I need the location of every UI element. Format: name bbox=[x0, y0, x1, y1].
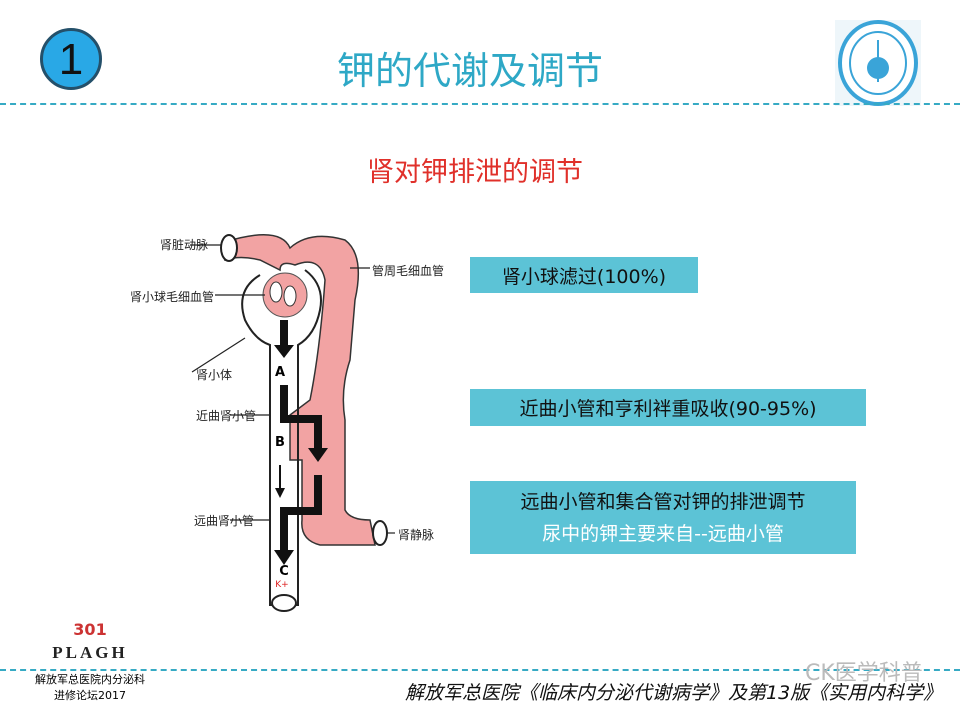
footer-org-block: 301 PLAGH 解放军总医院内分泌科 进修论坛2017 bbox=[20, 620, 160, 703]
footer-org: 解放军总医院内分泌科 bbox=[35, 673, 145, 686]
box-text: 尿中的钾主要来自--远曲小管 bbox=[542, 522, 784, 545]
slide-number-badge: 1 bbox=[40, 28, 102, 90]
slide-title: 钾的代谢及调节 bbox=[336, 49, 603, 93]
info-box-reabsorption: 近曲小管和亨利袢重吸收(90-95%) bbox=[470, 389, 866, 426]
marker-a: A bbox=[275, 365, 285, 380]
section-subtitle: 肾对钾排泄的调节 bbox=[367, 157, 583, 188]
marker-b: B bbox=[275, 435, 285, 450]
footer-divider bbox=[0, 669, 960, 671]
label-glomerular-capillary: 肾小球毛细血管 bbox=[130, 290, 215, 304]
header-divider bbox=[0, 103, 960, 105]
marker-k: K+ bbox=[275, 580, 288, 590]
box-text: 肾小球滤过(100%) bbox=[501, 265, 667, 288]
label-peritubular-capillary: 管周毛细血管 bbox=[372, 264, 445, 278]
box-text: 近曲小管和亨利袢重吸收(90-95%) bbox=[519, 398, 817, 420]
box-text: 远曲小管和集合管对钾的排泄调节 bbox=[520, 490, 806, 513]
watermark: CK医学科普 bbox=[805, 661, 923, 686]
label-renal-vein: 肾静脉 bbox=[398, 528, 435, 542]
footer-source: 解放军总医院《临床内分泌代谢病学》及第13版《实用内科学》 bbox=[405, 682, 943, 704]
footer-forum: 进修论坛2017 bbox=[54, 689, 126, 702]
info-box-excretion: 远曲小管和集合管对钾的排泄调节 尿中的钾主要来自--远曲小管 bbox=[470, 481, 856, 554]
label-proximal-tubule: 近曲肾小管 bbox=[196, 409, 257, 423]
info-box-filtration: 肾小球滤过(100%) bbox=[470, 257, 698, 293]
nephron-diagram: A B C K+ bbox=[190, 234, 395, 612]
marker-c: C bbox=[279, 564, 289, 579]
label-distal-tubule: 远曲肾小管 bbox=[194, 514, 255, 528]
plagh-logo-mark: 301 bbox=[73, 620, 107, 639]
label-renal-corpuscle: 肾小体 bbox=[196, 368, 233, 382]
plagh-logo-name: PLAGH bbox=[52, 643, 128, 662]
hospital-logo bbox=[835, 20, 921, 106]
label-renal-artery: 肾脏动脉 bbox=[160, 238, 209, 252]
